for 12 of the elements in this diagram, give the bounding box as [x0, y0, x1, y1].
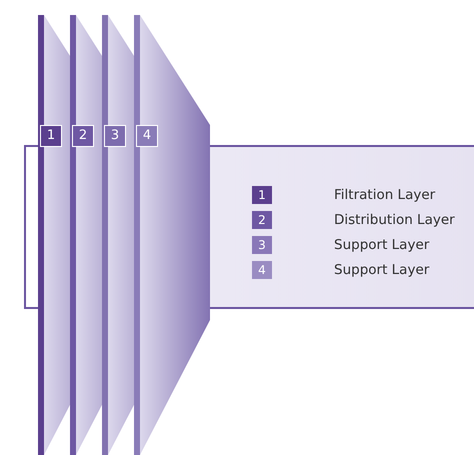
legend-swatch: 3 [252, 236, 272, 254]
legend-label: Distribution Layer [334, 211, 455, 229]
legend-swatch: 2 [252, 211, 272, 229]
legend-swatch: 1 [252, 186, 272, 204]
legend-label: Filtration Layer [334, 186, 436, 204]
callout-number: 4 [136, 125, 158, 147]
legend-swatch: 4 [252, 261, 272, 279]
legend-label: Support Layer [334, 261, 430, 279]
callout-number: 1 [40, 125, 62, 147]
callout-number: 3 [104, 125, 126, 147]
legend-label: Support Layer [334, 236, 430, 254]
callout-number: 2 [72, 125, 94, 147]
